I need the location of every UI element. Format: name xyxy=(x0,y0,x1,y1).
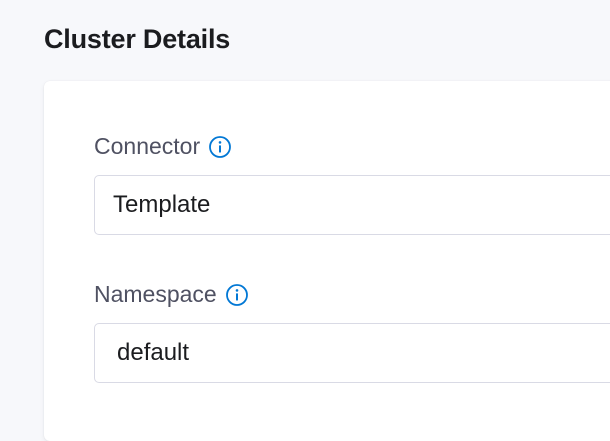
connector-value: Template xyxy=(113,191,211,218)
namespace-label: Namespace xyxy=(94,281,217,307)
connector-label: Connector xyxy=(94,133,201,159)
cluster-details-card: Connector Template Namespace default xyxy=(44,81,610,441)
namespace-value: default xyxy=(117,339,190,366)
namespace-field[interactable]: default xyxy=(94,323,610,383)
connector-field[interactable]: Template xyxy=(94,175,610,235)
namespace-label-row: Namespace xyxy=(94,281,249,308)
connector-label-row: Connector xyxy=(94,133,232,160)
connector-info-icon[interactable] xyxy=(208,135,232,159)
page-title: Cluster Details xyxy=(44,24,231,54)
namespace-info-icon[interactable] xyxy=(225,283,249,307)
